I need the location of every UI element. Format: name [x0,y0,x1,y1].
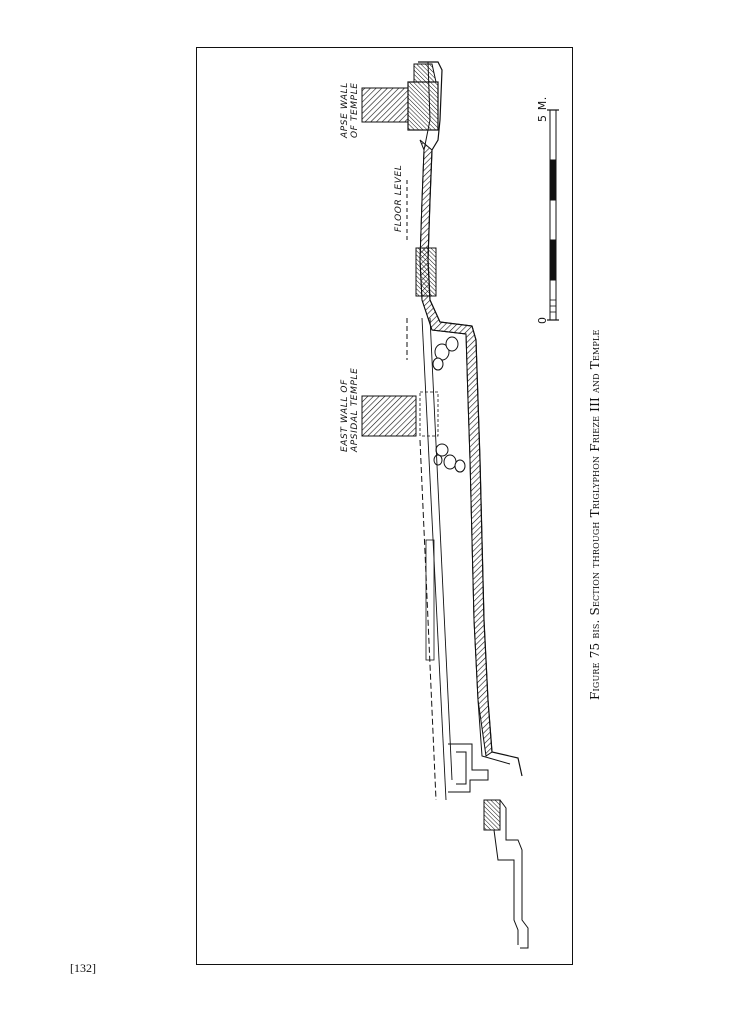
scale-end: 5 [536,114,549,122]
east-wall-label: EAST WALL OF APSIDAL TEMPLE [340,368,360,452]
apse-wall-label-line2: OF TEMPLE [350,82,360,138]
figure-caption: Figure 75 bis. Section through Triglypho… [588,329,602,700]
rubble-stones [432,336,466,473]
apse-wall-label: APSE WALL OF TEMPLE [340,82,360,138]
scale-end-label: 5 M. [536,96,549,122]
east-wall-label-line1: EAST WALL OF [340,379,350,452]
floor-level-label: FLOOR LEVEL [394,165,404,232]
scale-unit: M. [536,96,549,111]
lower-structures [448,743,529,949]
scale-start: 0 [536,316,549,324]
ground-profile [418,61,523,777]
temple-dashed-lines [406,317,453,801]
figure-frame [196,47,573,965]
scale-end-row: 5 M. [536,96,549,122]
apse-wall-label-line1: APSE WALL [340,82,350,138]
scale-start-label: 0 [536,316,549,324]
east-wall-block [361,391,439,437]
scale-bar [547,109,559,321]
apse-wall-block [361,63,439,131]
east-wall-label-line2: APSIDAL TEMPLE [350,367,360,452]
floor-level-text: FLOOR LEVEL [394,164,404,232]
mid-block [415,247,437,297]
page-number: [132] [70,961,96,975]
